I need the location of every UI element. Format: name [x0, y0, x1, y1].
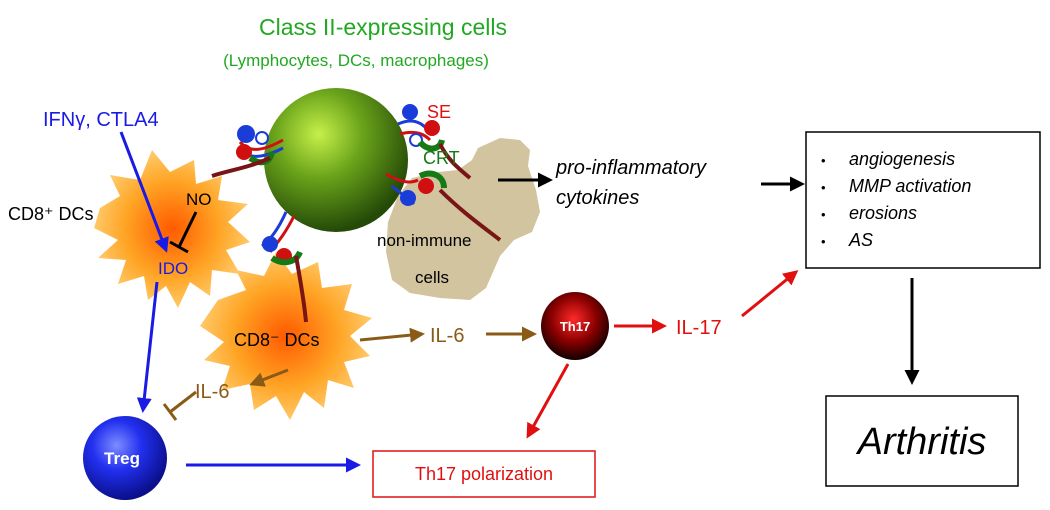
th17-cell-label: Th17 — [560, 319, 590, 334]
arrow-ifn-to-ido — [119, 131, 169, 253]
cytokines-label-line1: pro-inflammatory — [555, 157, 707, 179]
non-immune-cell-shape — [386, 138, 540, 300]
ido-label: IDO — [158, 259, 188, 278]
class-ii-cell — [264, 88, 408, 232]
treg-cell-label: Treg — [104, 449, 140, 468]
effect-as: AS — [848, 230, 873, 250]
se-label: SE — [427, 102, 451, 122]
diagram-subtitle: (Lymphocytes, DCs, macrophages) — [223, 51, 489, 70]
th17-cell — [541, 292, 609, 360]
diagram-title: Class II-expressing cells — [259, 14, 507, 40]
cd8-plus-dcs-label: CD8⁺ DCs — [8, 204, 94, 224]
effect-bullet: • — [821, 234, 826, 249]
effect-mmp-activation: MMP activation — [849, 176, 971, 196]
arthritis-box — [825, 395, 1019, 487]
non-immune-label-line2: cells — [415, 268, 449, 287]
effect-bullet: • — [821, 207, 826, 222]
arrow-ido-to-treg — [136, 281, 159, 413]
receptor-complex-bottom-right — [385, 170, 502, 242]
th17-polarization-box — [372, 450, 596, 498]
cd8-plus-dc-cell — [94, 150, 250, 308]
il6-lower-label: IL-6 — [195, 381, 229, 403]
effect-angiogenesis: angiogenesis — [849, 149, 955, 169]
th17-polarization-label: Th17 polarization — [415, 464, 553, 484]
il17-label: IL-17 — [676, 317, 722, 339]
arrow-cd8minus-to-il6-lower — [249, 368, 289, 387]
effect-erosions: erosions — [849, 203, 917, 223]
arrow-cd8minus-to-il6 — [359, 327, 425, 343]
inhibit-no-to-ido — [177, 211, 198, 248]
arrow-il17-to-effects — [741, 270, 799, 318]
effect-bullet: • — [821, 153, 826, 168]
inhibit-il6-to-treg-bar — [162, 403, 178, 421]
il6-right-label: IL-6 — [430, 325, 464, 347]
receptor-complex-top-left — [211, 125, 284, 178]
no-label: NO — [186, 190, 212, 209]
arthritis-label: Arthritis — [856, 421, 987, 463]
receptor-complex-top-right — [397, 104, 472, 180]
arrow-th17-to-polarization — [526, 363, 570, 439]
treg-cell — [83, 416, 167, 500]
crt-label: CRT — [423, 148, 460, 168]
inhibit-il6-to-treg — [169, 390, 197, 414]
effects-box — [805, 131, 1041, 269]
inhibit-no-to-ido-bar — [169, 240, 189, 254]
receptor-complex-bottom-left — [261, 211, 308, 323]
cd8-minus-dcs-label: CD8⁻ DCs — [234, 330, 320, 350]
cd8-minus-dc-cell — [200, 252, 372, 420]
non-immune-label-line1: non-immune — [377, 231, 472, 250]
ifn-ctla4-label: IFNγ, CTLA4 — [43, 109, 159, 131]
cytokines-label-line2: cytokines — [556, 187, 639, 209]
effect-bullet: • — [821, 180, 826, 195]
